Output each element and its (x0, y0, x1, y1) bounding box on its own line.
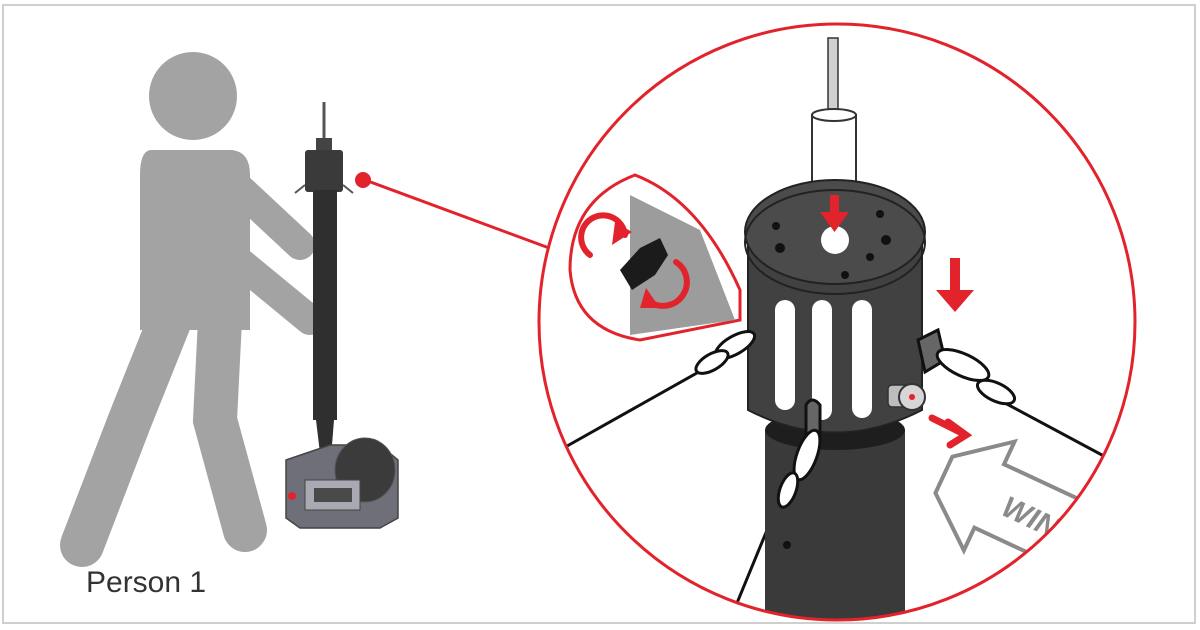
diagram-frame (2, 4, 1196, 624)
zoom-antenna-rod (827, 37, 839, 119)
zoom-detail: WIND (539, 24, 1135, 620)
person-label: Person 1 (86, 566, 207, 599)
person-silhouette (60, 52, 325, 567)
knob-icon (620, 238, 668, 290)
person-leg-front (192, 298, 267, 552)
guy-wire-left (559, 358, 721, 452)
person-arm-upper (210, 160, 315, 260)
down-arrow-icon (820, 195, 849, 232)
zoom-shackle-right (916, 327, 1017, 406)
zoom-shackle-left (694, 330, 757, 375)
mast-pole (294, 102, 354, 470)
winch-base (285, 437, 399, 529)
rotate-arrow-icon (578, 212, 690, 309)
zoom-locking-pin (887, 383, 926, 411)
knob-inset (568, 173, 742, 342)
mast-tube (313, 190, 337, 420)
callout-connector (364, 178, 561, 254)
winch-red-button (288, 492, 296, 500)
zoom-circle-outline (537, 22, 1137, 622)
person-head (149, 52, 237, 140)
person-leg-back (60, 298, 192, 567)
down-arrow-icon-right (936, 258, 974, 312)
person-arm-lower (210, 235, 325, 335)
mast-top-cap (316, 138, 332, 152)
callout-dot (355, 172, 371, 188)
mast-head (305, 150, 343, 192)
zoom-shackle-front (776, 398, 822, 509)
person-torso (140, 150, 250, 330)
pull-arrow-icon (928, 414, 973, 449)
zoom-pole-tube (765, 430, 905, 620)
